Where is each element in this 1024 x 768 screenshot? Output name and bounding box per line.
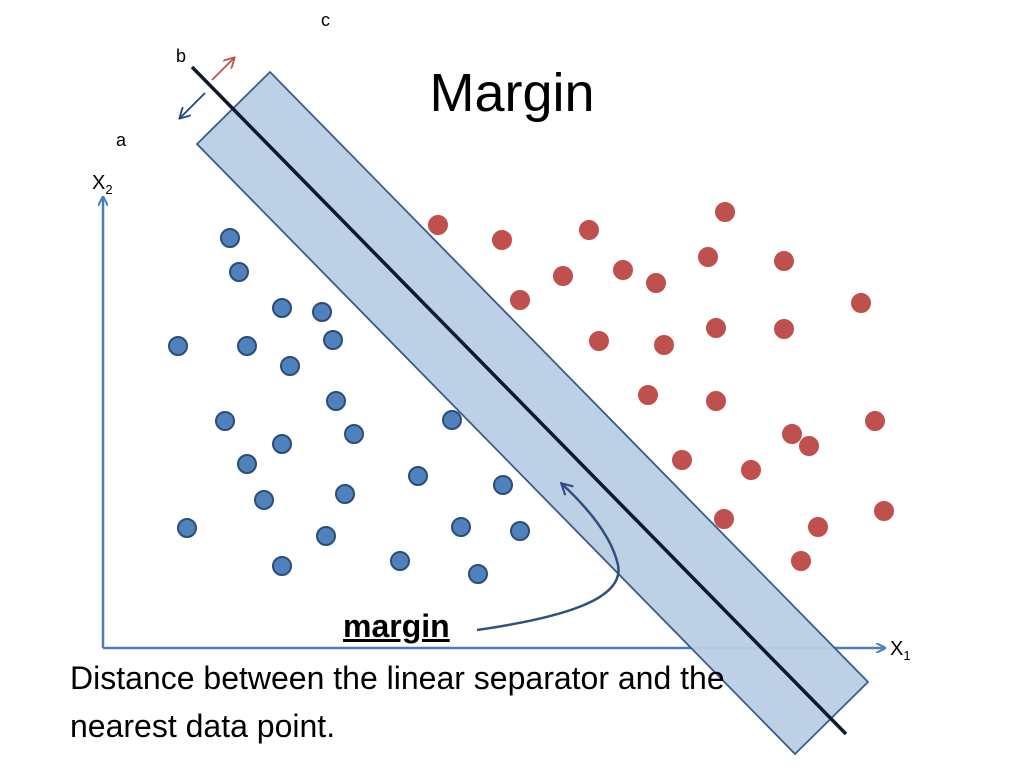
blue-data-point — [215, 411, 235, 431]
blue-data-point — [280, 356, 300, 376]
red-data-point — [791, 551, 811, 571]
blue-data-point — [272, 298, 292, 318]
red-data-point — [553, 266, 573, 286]
x-axis-letter: X — [890, 638, 904, 660]
red-data-point — [808, 517, 828, 537]
red-data-point — [874, 501, 894, 521]
label-a: a — [116, 130, 127, 150]
red-data-point — [579, 220, 599, 240]
red-data-point — [492, 230, 512, 250]
blue-data-point — [177, 518, 197, 538]
red-data-point — [706, 391, 726, 411]
blue-data-point — [493, 475, 513, 495]
data-points — [168, 202, 894, 584]
blue-data-point — [344, 424, 364, 444]
label-b: b — [176, 46, 187, 66]
y-axis-subscript: 2 — [105, 182, 113, 197]
x-axis-label: X1 — [890, 638, 911, 663]
x-axis-subscript: 1 — [903, 648, 911, 663]
red-data-point — [714, 509, 734, 529]
blue-data-point — [254, 490, 274, 510]
blue-data-point — [229, 262, 249, 282]
red-data-point — [851, 293, 871, 313]
blue-data-point — [335, 484, 355, 504]
red-data-point — [865, 411, 885, 431]
red-data-point — [638, 385, 658, 405]
blue-data-point — [442, 410, 462, 430]
blue-data-point — [312, 302, 332, 322]
red-data-point — [799, 436, 819, 456]
red-data-point — [589, 331, 609, 351]
linear-separator — [190, 65, 848, 736]
red-direction-arrow — [211, 58, 234, 81]
red-data-point — [654, 335, 674, 355]
red-data-point — [706, 318, 726, 338]
blue-data-point — [237, 454, 257, 474]
red-data-point — [613, 260, 633, 280]
red-data-point — [428, 215, 448, 235]
y-axis-letter: X — [92, 172, 106, 194]
blue-data-point — [272, 434, 292, 454]
blue-data-point — [390, 551, 410, 571]
red-data-point — [741, 460, 761, 480]
label-c: c — [321, 10, 330, 30]
red-data-point — [782, 424, 802, 444]
blue-data-point — [451, 517, 471, 537]
margin-annotation: margin — [343, 608, 450, 644]
blue-data-point — [316, 526, 336, 546]
y-axis-label: X2 — [92, 172, 113, 197]
blue-data-point — [408, 466, 428, 486]
red-data-point — [646, 273, 666, 293]
red-data-point — [672, 450, 692, 470]
caption-text: Distance between the linear separator an… — [70, 660, 725, 744]
blue-direction-arrow — [180, 92, 206, 118]
blue-data-point — [220, 228, 240, 248]
red-data-point — [774, 251, 794, 271]
red-data-point — [698, 247, 718, 267]
red-data-point — [715, 202, 735, 222]
blue-data-point — [272, 556, 292, 576]
blue-data-point — [510, 521, 530, 541]
blue-data-point — [168, 336, 188, 356]
blue-data-point — [468, 564, 488, 584]
margin-pointer-arrow — [476, 484, 620, 632]
blue-data-point — [326, 391, 346, 411]
blue-data-point — [323, 330, 343, 350]
red-data-point — [510, 290, 530, 310]
red-data-point — [774, 319, 794, 339]
blue-data-point — [237, 336, 257, 356]
page-title: Margin — [429, 63, 595, 123]
